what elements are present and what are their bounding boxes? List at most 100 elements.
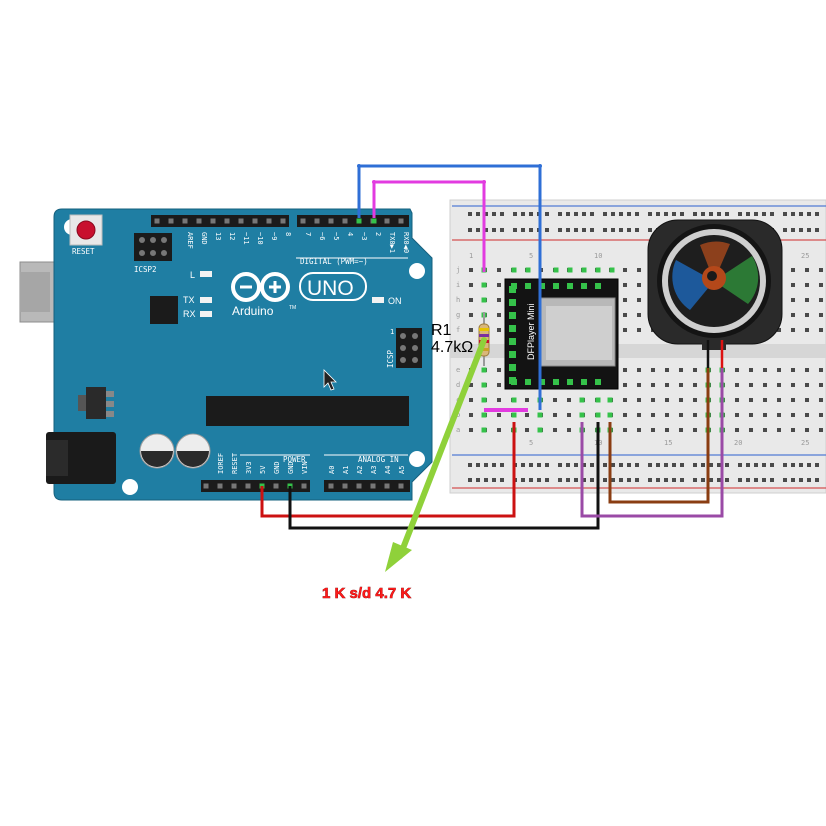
breadboard-hole xyxy=(623,328,627,332)
breadboard-hole xyxy=(777,398,781,402)
breadboard-hole xyxy=(735,413,739,417)
col-number: 1 xyxy=(469,252,473,260)
rail-hole xyxy=(537,478,541,482)
breadboard-hole xyxy=(819,283,823,287)
breadboard-hole xyxy=(623,428,627,432)
breadboard-hole xyxy=(749,413,753,417)
rail-hole xyxy=(815,478,819,482)
rail-hole xyxy=(717,212,721,216)
analog-header xyxy=(324,480,410,492)
rail-hole xyxy=(590,228,594,232)
speaker xyxy=(647,219,783,350)
rail-hole xyxy=(770,463,774,467)
dfplayer-pin xyxy=(509,351,516,358)
rail-hole xyxy=(521,228,525,232)
breadboard-hole-connected xyxy=(481,367,487,373)
header-pin-label: ~9 xyxy=(270,232,278,240)
breadboard-hole xyxy=(805,368,809,372)
usb-shell xyxy=(20,272,50,312)
breadboard-hole xyxy=(651,413,655,417)
rail-hole xyxy=(529,463,533,467)
header-pin xyxy=(154,218,160,224)
header-pin xyxy=(301,483,307,489)
uno-badge xyxy=(299,272,367,301)
breadboard-hole xyxy=(525,398,529,402)
rail-hole xyxy=(701,463,705,467)
breadboard-hole xyxy=(693,383,697,387)
rail-hole xyxy=(566,228,570,232)
breadboard-hole xyxy=(637,283,641,287)
header-pin xyxy=(370,483,376,489)
breadboard-hole xyxy=(819,428,823,432)
breadboard-hole xyxy=(637,398,641,402)
led-rx-label: RX xyxy=(183,309,196,319)
dfplayer-label: DFPlayer Mini xyxy=(526,303,536,360)
breadboard-hole-connected xyxy=(595,397,601,403)
power-pin-label: RESET xyxy=(231,452,239,474)
dfplayer-pin xyxy=(539,379,545,385)
header-pin xyxy=(328,483,334,489)
icsp2-header xyxy=(134,233,172,261)
rail-hole xyxy=(799,463,803,467)
dfplayer-pin xyxy=(525,379,531,385)
rail-hole xyxy=(590,212,594,216)
led-on xyxy=(372,297,384,303)
reset-button[interactable] xyxy=(69,214,103,246)
rail-hole xyxy=(635,478,639,482)
arduino-logo-text: Arduino xyxy=(232,304,274,318)
top-header-pins xyxy=(154,218,404,224)
rail-hole xyxy=(513,212,517,216)
breadboard-hole xyxy=(805,328,809,332)
col-number: 10 xyxy=(594,252,602,260)
header-pin-label: 8 xyxy=(284,232,292,236)
breadboard-hole xyxy=(637,313,641,317)
row-letter: a xyxy=(456,426,460,434)
breadboard-hole xyxy=(469,383,473,387)
resistor-value-label: 4.7kΩ xyxy=(431,339,473,356)
rail-hole xyxy=(529,228,533,232)
rail-hole xyxy=(492,463,496,467)
rail-hole xyxy=(500,478,504,482)
dfplayer-pin xyxy=(581,379,587,385)
rail-hole xyxy=(693,478,697,482)
rail-hole xyxy=(558,463,562,467)
breadboard-hole xyxy=(469,328,473,332)
breadboard-hole xyxy=(553,398,557,402)
power-pin-label: VIN xyxy=(301,461,309,474)
header-pin xyxy=(182,218,188,224)
rail-hole xyxy=(762,212,766,216)
rail-hole xyxy=(521,463,525,467)
breadboard-hole xyxy=(497,283,501,287)
header-strip-left xyxy=(151,215,289,227)
breadboard-hole xyxy=(735,428,739,432)
breadboard-hole-connected xyxy=(525,267,531,273)
rail-hole xyxy=(709,212,713,216)
rail-hole xyxy=(807,478,811,482)
rail-hole xyxy=(619,463,623,467)
breadboard-hole xyxy=(623,283,627,287)
dfplayer-pin xyxy=(595,283,601,289)
row-letter: i xyxy=(456,281,460,289)
annotation-arrow xyxy=(385,337,487,572)
reset-label: RESET xyxy=(72,247,95,256)
breadboard-hole xyxy=(623,413,627,417)
breadboard-hole-connected xyxy=(481,412,487,418)
breadboard-hole xyxy=(693,398,697,402)
breadboard-hole xyxy=(679,398,683,402)
rail-hole xyxy=(672,212,676,216)
breadboard-hole xyxy=(819,368,823,372)
breadboard-hole xyxy=(623,268,627,272)
rail-hole xyxy=(799,478,803,482)
rail-hole xyxy=(521,212,525,216)
rail-hole xyxy=(566,463,570,467)
breadboard-hole xyxy=(665,413,669,417)
rail-hole xyxy=(680,463,684,467)
breadboard-hole xyxy=(791,413,795,417)
rail-hole xyxy=(725,463,729,467)
rail-hole xyxy=(754,212,758,216)
rail-hole xyxy=(656,478,660,482)
dfplayer-pin xyxy=(509,338,516,345)
rail-hole xyxy=(762,463,766,467)
dfplayer-pin xyxy=(509,364,516,371)
